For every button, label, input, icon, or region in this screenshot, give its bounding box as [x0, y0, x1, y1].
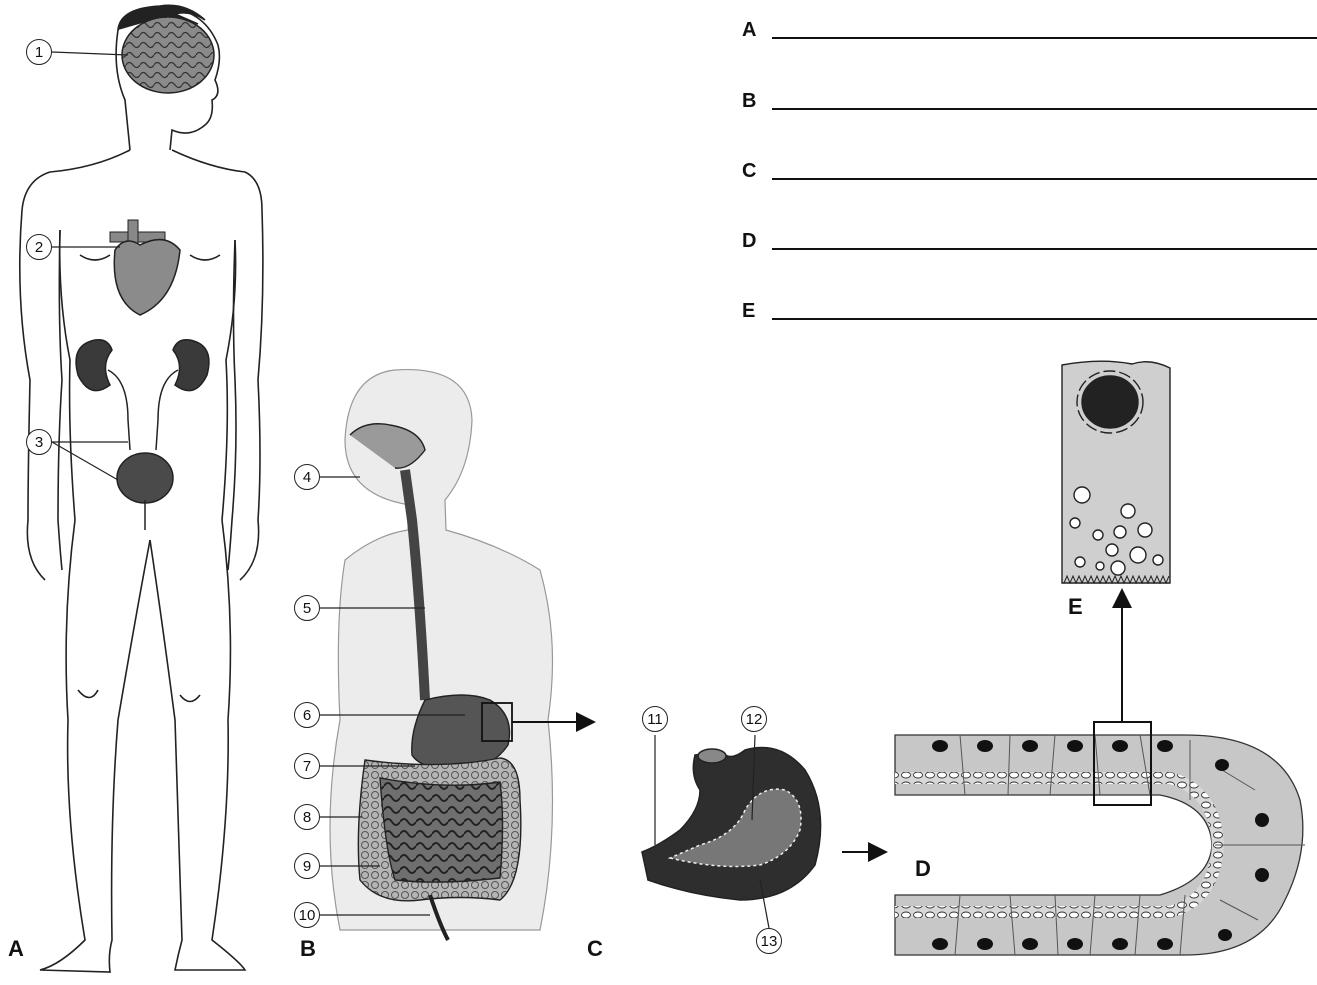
answer-letter: D [742, 230, 756, 253]
callout-8: 8 [294, 804, 320, 830]
heart-organ [110, 220, 180, 315]
answer-letter: E [742, 300, 755, 323]
callout-6: 6 [294, 702, 320, 728]
blank-line [772, 108, 1317, 110]
panel-label-b: B [300, 936, 316, 962]
answer-line-b[interactable]: B [742, 86, 1317, 116]
callout-12: 12 [741, 706, 767, 732]
panel-label-c: C [587, 936, 603, 962]
callout-13: 13 [756, 928, 782, 954]
urinary-system [76, 340, 209, 530]
panel-label-a: A [8, 936, 24, 962]
callout-3: 3 [26, 429, 52, 455]
callout-4: 4 [294, 464, 320, 490]
answer-line-d[interactable]: D [742, 226, 1317, 256]
callout-9: 9 [294, 853, 320, 879]
stomach-cross-section [642, 748, 821, 901]
callout-11: 11 [642, 706, 668, 732]
answer-letter: A [742, 19, 756, 42]
blank-line [772, 318, 1317, 320]
blank-line [772, 248, 1317, 250]
panel-label-d: D [915, 856, 931, 882]
answer-letter: B [742, 90, 756, 113]
answer-line-e[interactable]: E [742, 296, 1317, 326]
answer-line-a[interactable]: A [742, 15, 1317, 45]
answer-line-c[interactable]: C [742, 156, 1317, 186]
blank-line [772, 37, 1317, 39]
callout-7: 7 [294, 753, 320, 779]
callout-10: 10 [294, 902, 320, 928]
epithelium-fold [895, 735, 1305, 955]
answer-letter: C [742, 160, 756, 183]
panel-label-e: E [1068, 594, 1083, 620]
brain-organ [122, 17, 214, 93]
callout-5: 5 [294, 595, 320, 621]
columnar-cell [1062, 361, 1170, 583]
blank-line [772, 178, 1317, 180]
callout-2: 2 [26, 234, 52, 260]
callout-1: 1 [26, 39, 52, 65]
